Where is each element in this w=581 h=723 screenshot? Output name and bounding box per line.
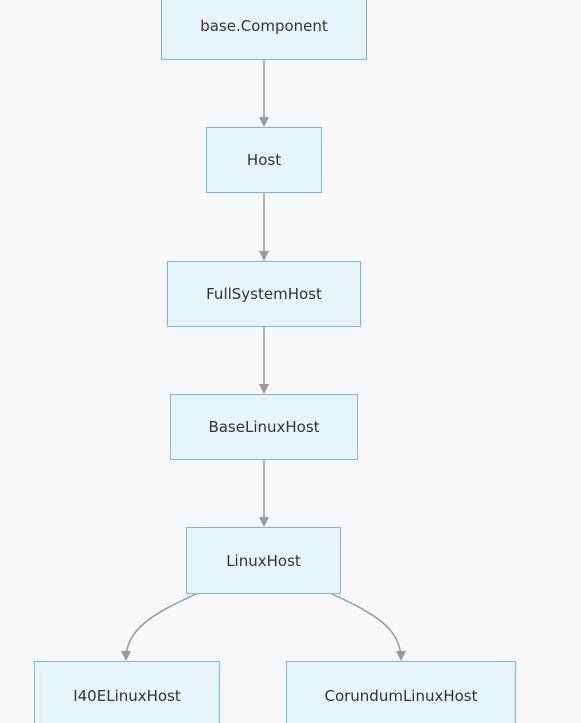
node-base-linux-host: BaseLinuxHost: [170, 394, 358, 460]
node-label: I40ELinuxHost: [73, 687, 181, 705]
edge-linuxhost-to-corundumlinuxhost: [331, 593, 406, 661]
node-label: base.Component: [200, 17, 328, 35]
node-label: FullSystemHost: [206, 285, 322, 303]
node-linux-host: LinuxHost: [186, 527, 341, 594]
node-corundum-linux-host: CorundumLinuxHost: [286, 661, 516, 723]
node-i40e-linux-host: I40ELinuxHost: [34, 661, 220, 723]
node-label: BaseLinuxHost: [208, 418, 320, 436]
node-host: Host: [206, 127, 322, 193]
node-label: CorundumLinuxHost: [324, 687, 478, 705]
node-base-component: base.Component: [161, 0, 367, 60]
node-label: Host: [246, 151, 282, 169]
node-full-system-host: FullSystemHost: [167, 261, 361, 327]
node-label: LinuxHost: [226, 551, 301, 570]
edge-linuxhost-to-i40elinuxhost: [121, 593, 197, 661]
